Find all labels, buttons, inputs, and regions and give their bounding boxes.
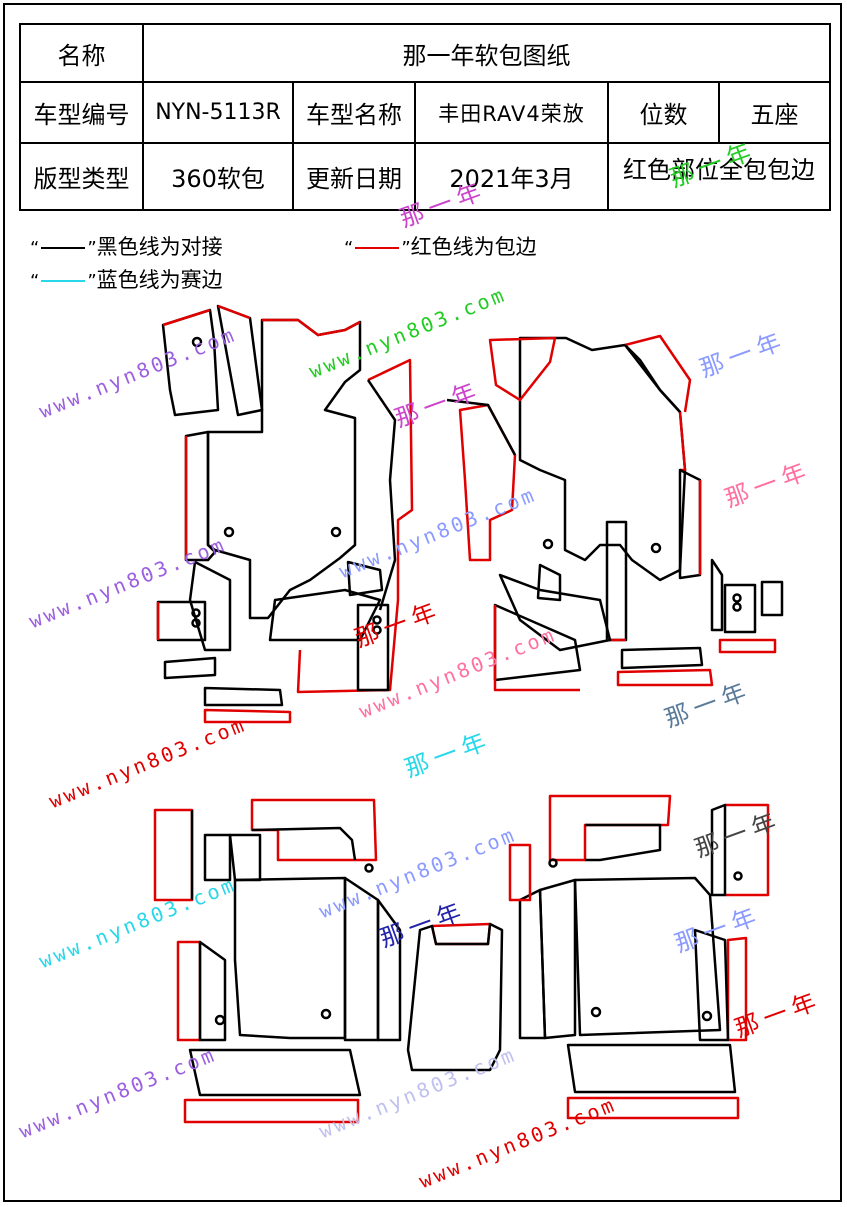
front-left-panels — [156, 304, 414, 724]
document-title: 那一年软包图纸 — [142, 23, 831, 83]
label-pattern-type: 版型类型 — [19, 142, 144, 211]
model-code: NYN-5113R — [142, 81, 294, 144]
note: 红色部位全包包边 — [607, 142, 831, 211]
label-seats: 位数 — [607, 81, 720, 144]
info-table: 名称 那一年软包图纸 车型编号 NYN-5113R 车型名称 丰田RAV4荣放 … — [19, 23, 831, 211]
rear-left-panels — [153, 798, 402, 1124]
label-model-code: 车型编号 — [19, 81, 144, 144]
legend-black-label: 黑色线为对接 — [96, 235, 223, 259]
label-name: 名称 — [19, 23, 144, 83]
legend-red: “”红色线为包边 — [344, 235, 537, 259]
model-name: 丰田RAV4荣放 — [414, 81, 609, 144]
legend-black: “”黑色线为对接 — [30, 235, 223, 259]
label-model-name: 车型名称 — [292, 81, 416, 144]
legend-red-label: 红色线为包边 — [410, 235, 537, 259]
legend-cyan: “”蓝色线为赛边 — [30, 268, 223, 292]
pattern-type: 360软包 — [142, 142, 294, 211]
front-right-panels — [446, 334, 784, 692]
center-tunnel-panel — [406, 922, 504, 1072]
seats: 五座 — [718, 81, 831, 144]
page-frame — [3, 3, 842, 1202]
legend-cyan-label: 蓝色线为赛边 — [96, 268, 223, 292]
update-date: 2021年3月 — [414, 142, 609, 211]
rear-right-panels — [508, 794, 770, 1120]
label-update-date: 更新日期 — [292, 142, 416, 211]
